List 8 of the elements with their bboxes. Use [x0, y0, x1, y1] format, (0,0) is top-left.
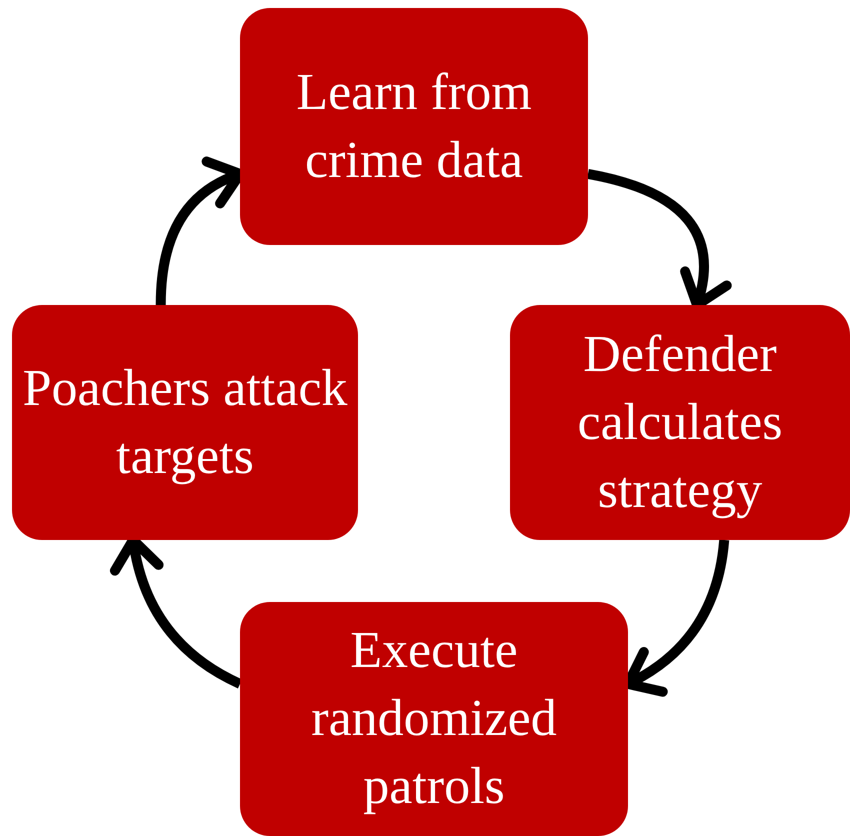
process-box [12, 305, 358, 540]
process-box [510, 305, 850, 540]
box-label: Learn from crime data [295, 62, 533, 190]
box-label: Defender calculates strategy [576, 324, 784, 520]
box-label: Poachers attack targets [22, 358, 348, 486]
process-box [240, 602, 628, 836]
process-box [240, 8, 588, 245]
box-label: Execute randomized patrols [310, 621, 558, 817]
